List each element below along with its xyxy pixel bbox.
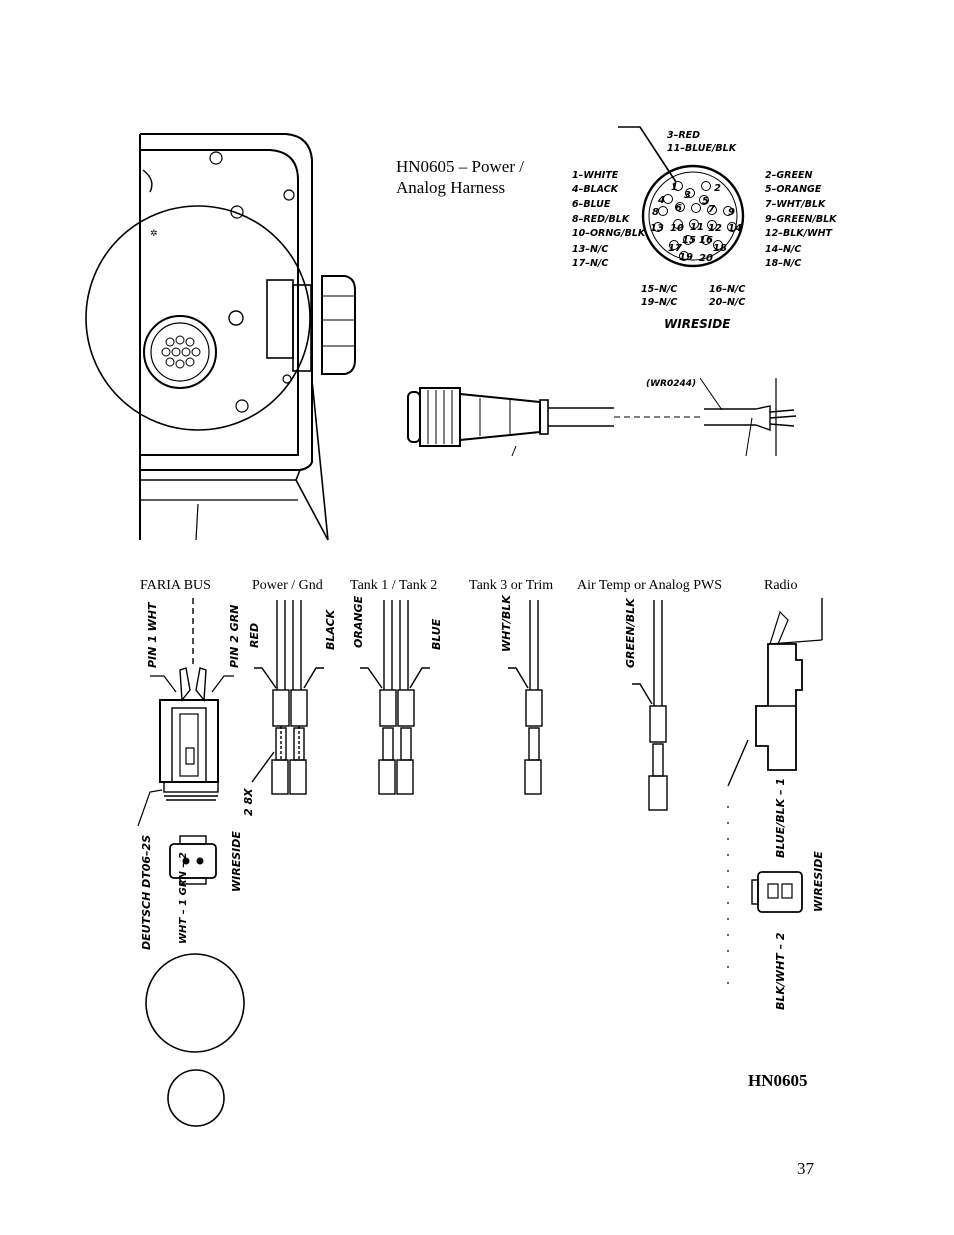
wire-label-black: BLACK [324,608,337,650]
power-gnd-terminals [251,600,324,795]
column-label-air-temp: Air Temp or Analog PWS [577,578,722,593]
deutsch-wireside: WIRESIDE [230,831,243,892]
pin-number: 10 [670,223,684,234]
small-circle-shape [167,1069,225,1127]
pin-number: 2 [714,183,721,194]
pinout-wireside: WIRESIDE [664,317,731,331]
pin-number: 19 [679,252,693,263]
radio-wireside: WIRESIDE [812,851,825,912]
wire-label-green-blk: GREEN/BLK [624,597,637,668]
pinout-top-label: 3–RED [667,130,700,141]
pin-number: 6 [675,203,682,214]
radio-pin2-label: BLK/WHT – 2 [774,932,787,1010]
pinout-diagram: 1 2 3 4 5 6 7 8 9 10 11 12 13 14 15 16 1… [571,126,837,331]
pin-number: 4 [657,195,665,206]
pinout-left-label: 6–BLUE [572,199,611,210]
pinout-right-label: 2–GREEN [765,170,812,181]
page-number: 37 [797,1159,814,1178]
pinout-bottom-label: 15–N/C [641,284,677,295]
pin-number: 12 [708,223,722,234]
faria-bus-connector [137,598,234,885]
wire-label-pin2: PIN 2 GRN [228,605,241,668]
radio-pin1-label: BLUE/BLK – 1 [774,778,787,858]
column-label-radio: Radio [764,578,798,593]
terminal-wires [251,598,823,990]
pinout-left-label: 4–BLACK [571,184,619,195]
wire-label-wht-blk: WHT/BLK [500,594,513,652]
pin-number: 13 [650,223,664,234]
pin-number: 3 [684,190,691,201]
pin-number: 17 [668,243,682,254]
tank-terminals [360,600,430,795]
pinout-left-label: 8–RED/BLK [572,214,630,225]
gauge-rear-view: ✲ [85,133,356,541]
pin-number: 20 [699,253,713,264]
wire-count-label: 2 8X [242,788,255,816]
svg-text:✲: ✲ [150,229,158,239]
pinout-right-label: 14–N/C [765,244,801,255]
column-label-trim: Tank 3 or Trim [469,578,554,593]
air-temp-terminal [632,600,668,811]
deutsch-pins: WHT – 1 GRN – 2 [178,852,189,944]
pinout-right-label: 12–BLK/WHT [765,228,834,239]
pinout-right-label: 9–GREEN/BLK [765,214,837,225]
pinout-bottom-label: 19–N/C [641,297,677,308]
column-label-faria-bus: FARIA BUS [140,578,211,593]
pin-number: 9 [728,207,735,218]
pinout-right-label: 7–WHT/BLK [765,199,826,210]
pinout-left-label: 13–N/C [572,244,608,255]
pinout-bottom-label: 16–N/C [709,284,745,295]
large-circle-shape [145,953,245,1053]
pinout-right-label: 18–N/C [765,258,801,269]
cable-side-view: (WR0244) [407,377,797,457]
pin-number: 8 [652,207,659,218]
radio-connector [727,598,823,990]
pinout-left-label: 10–ORNG/BLK [572,228,646,239]
wire-label-pin1: PIN 1 WHT [146,601,159,668]
pin-number: 7 [708,204,715,215]
pin-number: 5 [702,196,709,207]
pinout-bottom-label: 20–N/C [709,297,745,308]
column-label-tank: Tank 1 / Tank 2 [350,578,438,593]
pinout-top-label: 11–BLUE/BLK [667,143,737,154]
deutsch-part-label: DEUTSCH DT06–2S [140,835,153,950]
column-label-power-gnd: Power / Gnd [252,578,323,593]
pinout-right-label: 5–ORANGE [765,184,822,195]
pinout-left-label: 17–N/C [572,258,608,269]
pin-number: 1 [671,182,678,193]
trim-terminal [508,600,543,795]
wire-label-orange: ORANGE [352,595,365,648]
pin-number: 14 [728,223,742,234]
wire-label-red: RED [248,623,261,648]
pin-number: 15 [682,235,696,246]
pin-number: 18 [713,243,727,254]
harness-title: HN0605 – Power / Analog Harness [396,157,524,197]
wire-label-blue: BLUE [430,618,443,650]
cable-part-label: (WR0244) [646,379,696,389]
pin-number: 16 [699,235,713,246]
pin-number: 11 [690,222,704,233]
harness-label: HN0605 [748,1071,808,1090]
pinout-left-label: 1–WHITE [572,170,619,181]
